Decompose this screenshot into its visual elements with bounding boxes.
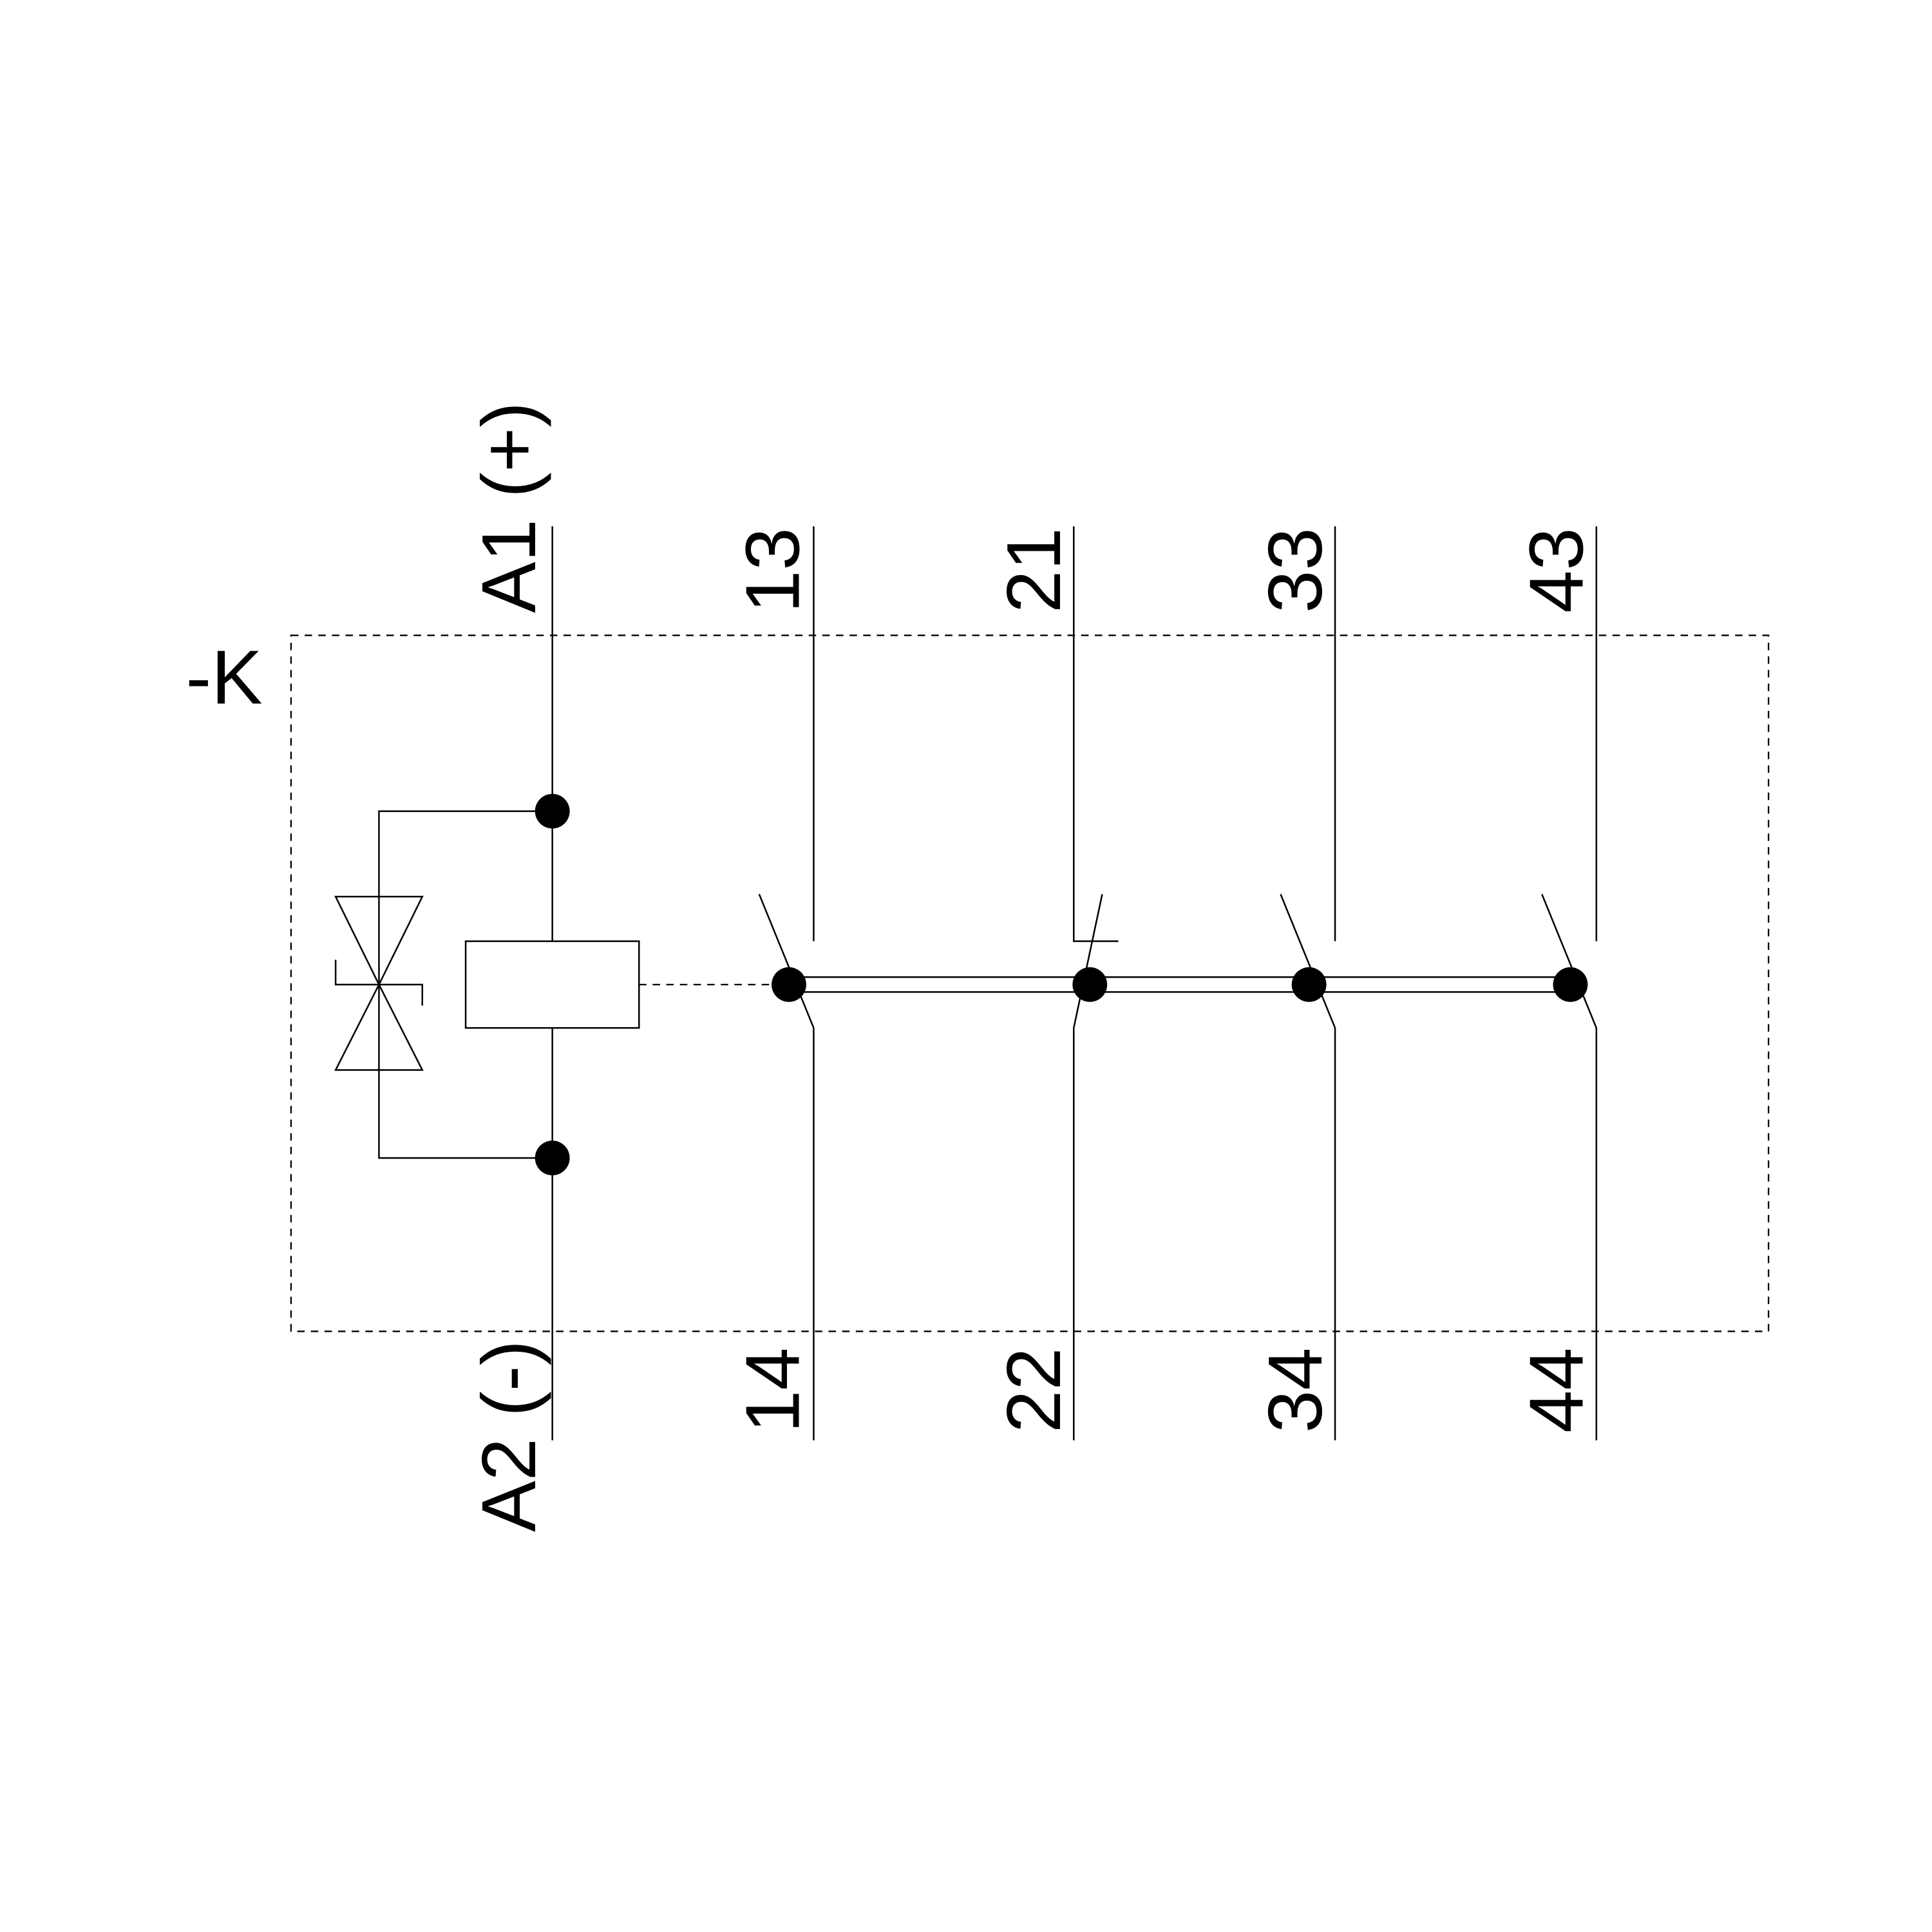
junction-dot: [772, 967, 806, 1002]
terminal-label-44: 44: [1514, 1347, 1600, 1433]
contact-13-14: [758, 526, 815, 1441]
nc-contact-blade: [1073, 894, 1103, 1028]
junction-dot: [1553, 967, 1588, 1002]
device-enclosure: [290, 634, 1770, 1332]
no-contact-blade: [758, 893, 815, 1028]
contact-33-34: [1280, 526, 1336, 1441]
junction-dot: [1291, 967, 1327, 1002]
terminal-label-21: 21: [991, 527, 1077, 613]
no-contact-blade: [1541, 893, 1598, 1028]
no-contact-blade: [1280, 893, 1336, 1028]
contact-21-22: [1072, 526, 1119, 1441]
suppressor-diode-icon: [334, 810, 553, 1159]
coil-circuit: [334, 526, 774, 1441]
coil-symbol: [464, 940, 640, 1029]
terminal-label-14: 14: [730, 1347, 815, 1433]
junction-dot: [1072, 967, 1108, 1002]
terminal-label-33: 33: [1253, 527, 1338, 613]
terminal-label-22: 22: [991, 1347, 1077, 1433]
terminal-label-a1: A1 (+): [466, 402, 552, 613]
device-label: -K: [185, 634, 262, 720]
terminal-label-13: 13: [730, 527, 815, 613]
terminal-label-a2: A2 (-): [466, 1340, 552, 1532]
terminal-label-43: 43: [1514, 527, 1600, 613]
contact-43-44: [1541, 526, 1598, 1441]
terminal-label-34: 34: [1253, 1347, 1338, 1433]
